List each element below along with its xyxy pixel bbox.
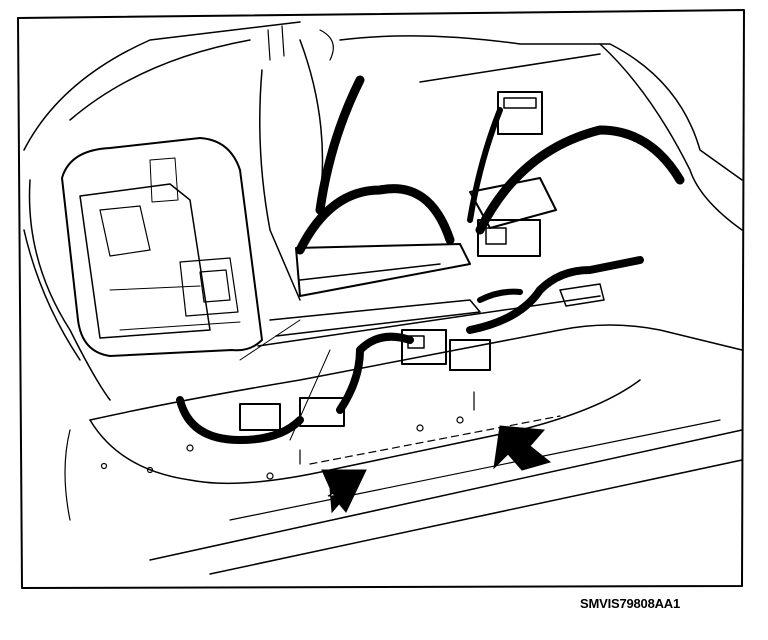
wiring-harness-main [295,75,685,255]
figure-code-label: SMVIS79808AA1 [580,596,681,611]
arrow-left-icon [321,469,367,514]
upper-connectors [469,91,557,257]
illustration-border [17,9,745,589]
instrument-panel-body [23,21,743,401]
leader-lines [239,319,331,441]
center-bracket [257,243,601,347]
knee-bolster-panel [64,324,743,575]
cluster-opening [61,137,263,357]
arrow-right-icon [493,425,552,471]
lower-harness [176,256,644,444]
